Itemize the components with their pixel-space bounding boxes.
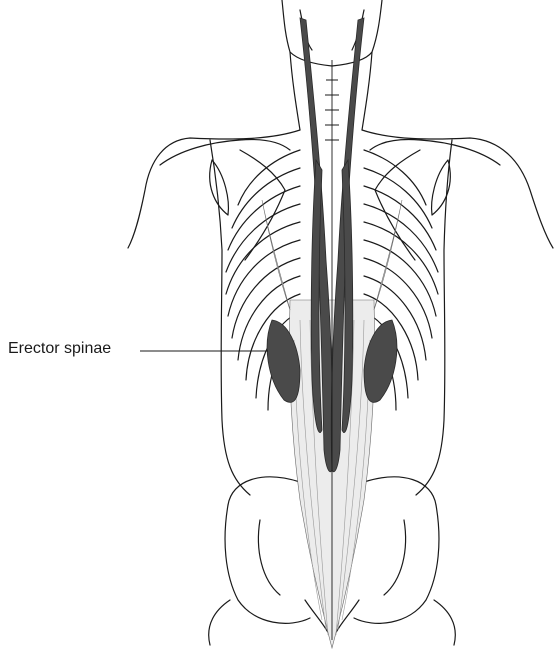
right-scapula: [370, 139, 500, 260]
erector-spinae-label: Erector spinae: [8, 340, 111, 358]
